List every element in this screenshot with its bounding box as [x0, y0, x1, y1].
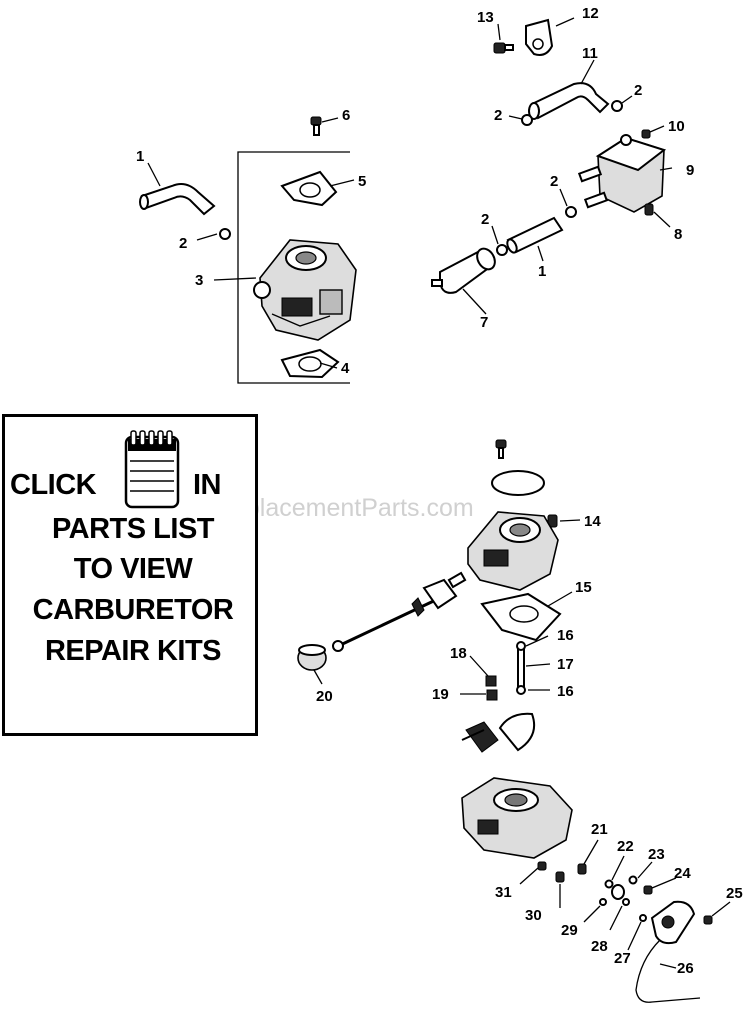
kit-line-carburetor: CARBURETOR — [32, 594, 234, 626]
repair-kit-box[interactable]: CLICK IN PARTS LIST TO VIEW CARBURETOR R… — [2, 414, 258, 736]
fuel-solenoid-part[interactable] — [635, 900, 701, 1003]
kit-line-repair-kits: REPAIR KITS — [44, 635, 222, 667]
callout-28: 28 — [591, 938, 608, 955]
notebook-icon[interactable] — [122, 427, 182, 511]
callout-25: 25 — [726, 885, 743, 902]
screw-part[interactable] — [641, 129, 651, 139]
callout-6: 6 — [342, 107, 350, 124]
screw-part[interactable] — [643, 885, 653, 895]
screw-part[interactable] — [555, 871, 565, 883]
jet-part[interactable] — [485, 675, 497, 687]
washer-part[interactable] — [639, 914, 647, 922]
hose-clamp-part[interactable] — [565, 206, 577, 218]
callout-9: 9 — [686, 162, 694, 179]
callout-29: 29 — [561, 922, 578, 939]
fuel-hose-part[interactable] — [505, 216, 564, 254]
carburetor-body-part[interactable] — [467, 511, 559, 591]
screw-part[interactable] — [703, 915, 713, 925]
o-ring-part[interactable] — [622, 898, 630, 906]
callout-23: 23 — [648, 846, 665, 863]
screw-part[interactable] — [310, 116, 322, 136]
cover-plate-part[interactable] — [491, 470, 545, 496]
carburetor-part[interactable] — [253, 239, 357, 341]
screw-part[interactable] — [547, 514, 558, 528]
callout-27: 27 — [614, 950, 631, 967]
callout-2: 2 — [179, 235, 187, 252]
callout-2: 2 — [481, 211, 489, 228]
leader-lines — [147, 17, 731, 969]
jet-part[interactable] — [611, 884, 625, 900]
callout-21: 21 — [591, 821, 608, 838]
gasket-part[interactable] — [280, 170, 338, 207]
callout-26: 26 — [677, 960, 694, 977]
hose-clamp-part[interactable] — [611, 100, 623, 112]
hose-clamp-part[interactable] — [219, 228, 231, 240]
callout-10: 10 — [668, 118, 685, 135]
gasket-part[interactable] — [280, 348, 340, 379]
callout-22: 22 — [617, 838, 634, 855]
float-part[interactable] — [461, 712, 536, 753]
callout-31: 31 — [495, 884, 512, 901]
callout-15: 15 — [575, 579, 592, 596]
callout-1: 1 — [538, 263, 546, 280]
washer-part[interactable] — [628, 875, 638, 885]
callout-20: 20 — [316, 688, 333, 705]
cup-plug-part[interactable] — [297, 644, 327, 671]
screw-part[interactable] — [577, 863, 587, 875]
screw-part[interactable] — [644, 203, 654, 216]
callout-5: 5 — [358, 173, 366, 190]
callout-13: 13 — [477, 9, 494, 26]
callout-18: 18 — [450, 645, 467, 662]
callout-24: 24 — [674, 865, 691, 882]
callout-19: 19 — [432, 686, 449, 703]
screw-part[interactable] — [495, 439, 507, 459]
callout-30: 30 — [525, 907, 542, 924]
fuel-hose-part[interactable] — [528, 82, 610, 120]
callout-14: 14 — [584, 513, 601, 530]
hose-clamp-part[interactable] — [521, 114, 533, 126]
callout-2: 2 — [494, 107, 502, 124]
throttle-shaft-part[interactable] — [332, 571, 467, 652]
callout-2: 2 — [550, 173, 558, 190]
clip-part[interactable] — [525, 18, 554, 56]
screw-part[interactable] — [493, 42, 514, 54]
screw-part[interactable] — [486, 689, 498, 701]
fuel-hose-part[interactable] — [139, 183, 216, 216]
callout-16: 16 — [557, 627, 574, 644]
callout-2: 2 — [634, 82, 642, 99]
screw-part[interactable] — [537, 861, 547, 871]
assembly-bracket — [237, 151, 350, 384]
callout-4: 4 — [341, 360, 350, 377]
callout-1: 1 — [136, 148, 144, 165]
callout-7: 7 — [480, 314, 488, 331]
kit-line-to-view: TO VIEW — [73, 553, 193, 585]
hose-clamp-part[interactable] — [496, 244, 508, 256]
kit-in-text: IN — [193, 469, 222, 501]
callout-12: 12 — [582, 5, 599, 22]
fuel-filter-part[interactable] — [431, 245, 498, 294]
kit-line-parts-list: PARTS LIST — [51, 513, 215, 545]
washer-part[interactable] — [604, 879, 614, 889]
kit-click-text: CLICK — [10, 469, 97, 501]
gasket-part[interactable] — [480, 592, 562, 642]
callout-17: 17 — [557, 656, 574, 673]
callout-8: 8 — [674, 226, 682, 243]
pin-part[interactable] — [516, 641, 526, 695]
callout-16: 16 — [557, 683, 574, 700]
o-ring-part[interactable] — [599, 898, 607, 906]
callout-11: 11 — [582, 45, 598, 62]
callout-3: 3 — [195, 272, 203, 289]
carburetor-base-part[interactable] — [461, 777, 573, 859]
fuel-pump-part[interactable] — [577, 134, 667, 213]
